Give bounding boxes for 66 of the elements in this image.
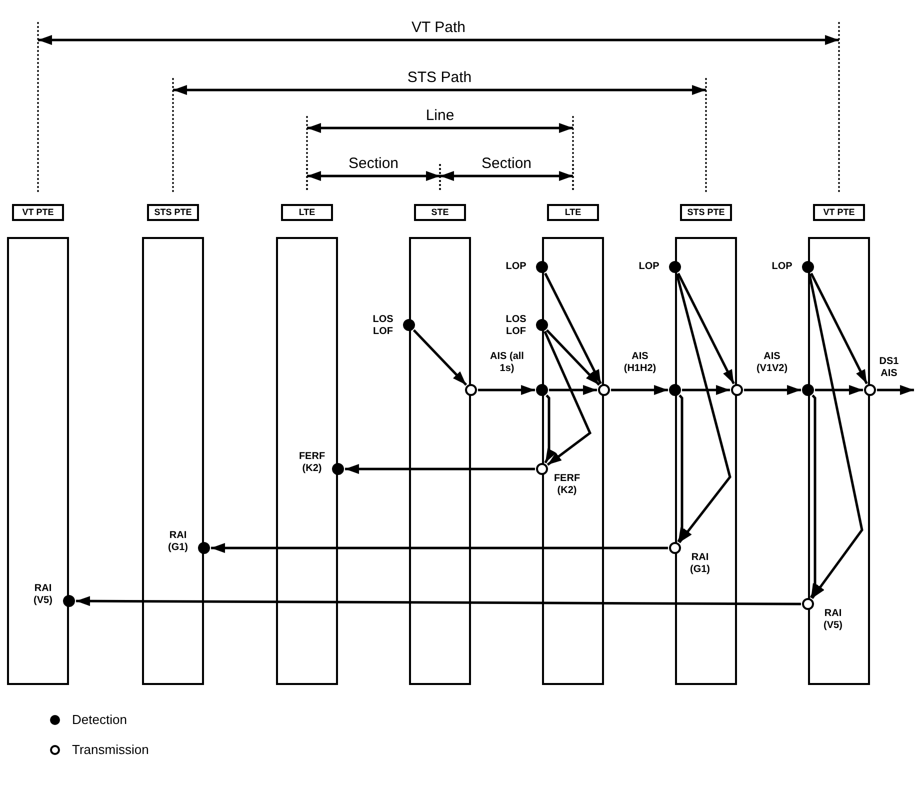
signal-label: RAI (G1) bbox=[689, 552, 711, 576]
signal-label: LOP bbox=[504, 261, 528, 273]
span-label: Section bbox=[347, 155, 400, 172]
legend-text: Detection bbox=[72, 712, 127, 727]
detection-dot bbox=[198, 542, 210, 554]
detection-dot bbox=[802, 261, 814, 273]
signal-label: FERF (K2) bbox=[298, 451, 326, 475]
span-label: Section bbox=[480, 155, 533, 172]
arrow bbox=[345, 464, 535, 474]
signal-label: LOS LOF bbox=[504, 314, 528, 338]
legend-text: Transmission bbox=[72, 742, 149, 757]
equipment-label-box: STS PTE bbox=[680, 204, 732, 221]
arrow bbox=[877, 385, 914, 395]
transmission-dot bbox=[465, 384, 477, 396]
equipment-label-box: STE bbox=[414, 204, 466, 221]
arrow bbox=[549, 385, 597, 395]
equipment-label-box: LTE bbox=[547, 204, 599, 221]
arrow bbox=[478, 385, 535, 395]
transmission-dot bbox=[598, 384, 610, 396]
signal-label: LOP bbox=[770, 261, 794, 273]
signal-label: LOS LOF bbox=[372, 314, 394, 338]
detection-dot bbox=[669, 384, 681, 396]
signal-label: FERF (K2) bbox=[552, 473, 582, 497]
equipment-label-box: STS PTE bbox=[147, 204, 199, 221]
arrow bbox=[412, 329, 468, 386]
arrow bbox=[808, 274, 864, 600]
detection-dot bbox=[63, 595, 75, 607]
signal-label: RAI (G1) bbox=[167, 530, 189, 554]
detection-dot bbox=[403, 319, 415, 331]
edge-label: AIS (H1H2) bbox=[622, 351, 658, 375]
arrow bbox=[810, 272, 868, 384]
edge-label: AIS (V1V2) bbox=[755, 351, 789, 375]
arrow bbox=[744, 385, 801, 395]
arrow bbox=[815, 385, 863, 395]
arrow bbox=[544, 272, 602, 384]
arrow bbox=[544, 394, 556, 464]
arrow bbox=[211, 543, 668, 553]
edge-label: DS1 AIS bbox=[878, 356, 900, 380]
arrow bbox=[682, 385, 730, 395]
arrow bbox=[546, 329, 600, 386]
span-label: STS Path bbox=[406, 69, 473, 86]
detection-dot bbox=[536, 261, 548, 273]
signal-label: LOP bbox=[638, 261, 660, 273]
detection-dot bbox=[536, 319, 548, 331]
edge-label: AIS (all 1s) bbox=[489, 351, 525, 375]
arrow bbox=[676, 273, 732, 544]
transmission-dot bbox=[864, 384, 876, 396]
detection-dot bbox=[536, 384, 548, 396]
signal-label: RAI (V5) bbox=[822, 608, 844, 632]
span-label: Line bbox=[424, 107, 456, 124]
arrow bbox=[76, 596, 801, 606]
equipment-label-box: VT PTE bbox=[813, 204, 865, 221]
transmission-dot bbox=[731, 384, 743, 396]
transmission-dot bbox=[536, 463, 548, 475]
span-label: VT Path bbox=[410, 19, 466, 36]
transmission-dot bbox=[802, 598, 814, 610]
equipment-label-box: VT PTE bbox=[12, 204, 64, 221]
transmission-dot bbox=[669, 542, 681, 554]
arrow bbox=[544, 330, 592, 466]
arrow bbox=[677, 272, 735, 384]
detection-dot bbox=[669, 261, 681, 273]
detection-dot bbox=[802, 384, 814, 396]
detection-dot bbox=[332, 463, 344, 475]
signal-label: RAI (V5) bbox=[32, 583, 54, 607]
equipment-label-box: LTE bbox=[281, 204, 333, 221]
arrow bbox=[611, 385, 668, 395]
